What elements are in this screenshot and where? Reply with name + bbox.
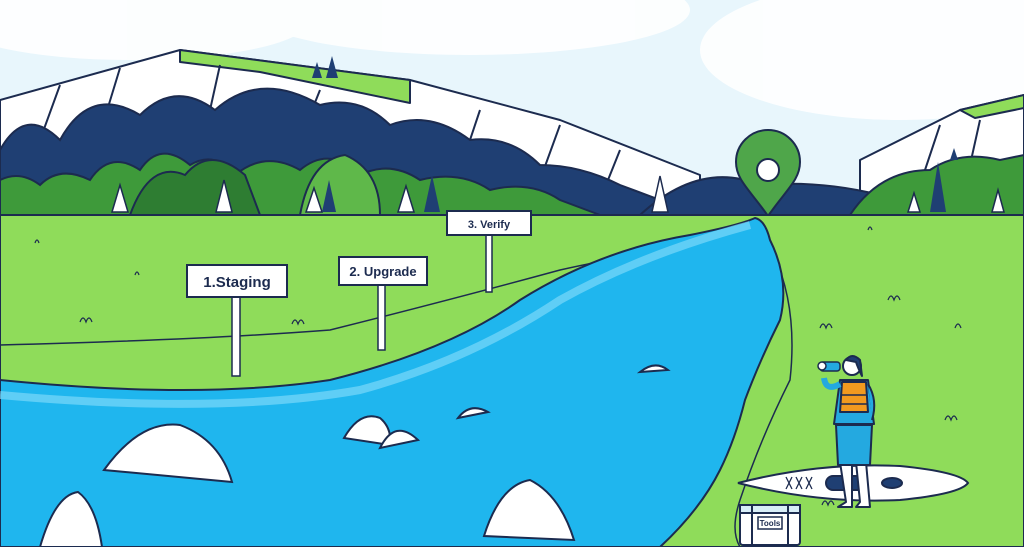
sign-upgrade: 2. Upgrade <box>338 256 428 351</box>
sign-upgrade-label: 2. Upgrade <box>349 264 416 279</box>
location-pin-icon <box>734 129 802 218</box>
river-rocks <box>38 364 671 547</box>
sign-staging-label: 1.Staging <box>203 274 271 291</box>
pine-trees <box>110 175 1005 213</box>
meadow-right-line <box>734 229 793 547</box>
toolbox: Tools <box>739 504 801 546</box>
river-highlight <box>0 221 752 408</box>
grass-tufts <box>34 226 962 507</box>
binoculars-icon <box>817 361 841 372</box>
dark-pine-trees <box>312 56 958 212</box>
toolbox-label: Tools <box>760 519 781 528</box>
sign-verify-label: 3. Verify <box>468 219 511 231</box>
sign-staging: 1.Staging <box>186 264 288 377</box>
clouds <box>0 0 1024 120</box>
person-with-binoculars <box>821 355 876 508</box>
sign-verify: 3. Verify <box>446 210 532 293</box>
